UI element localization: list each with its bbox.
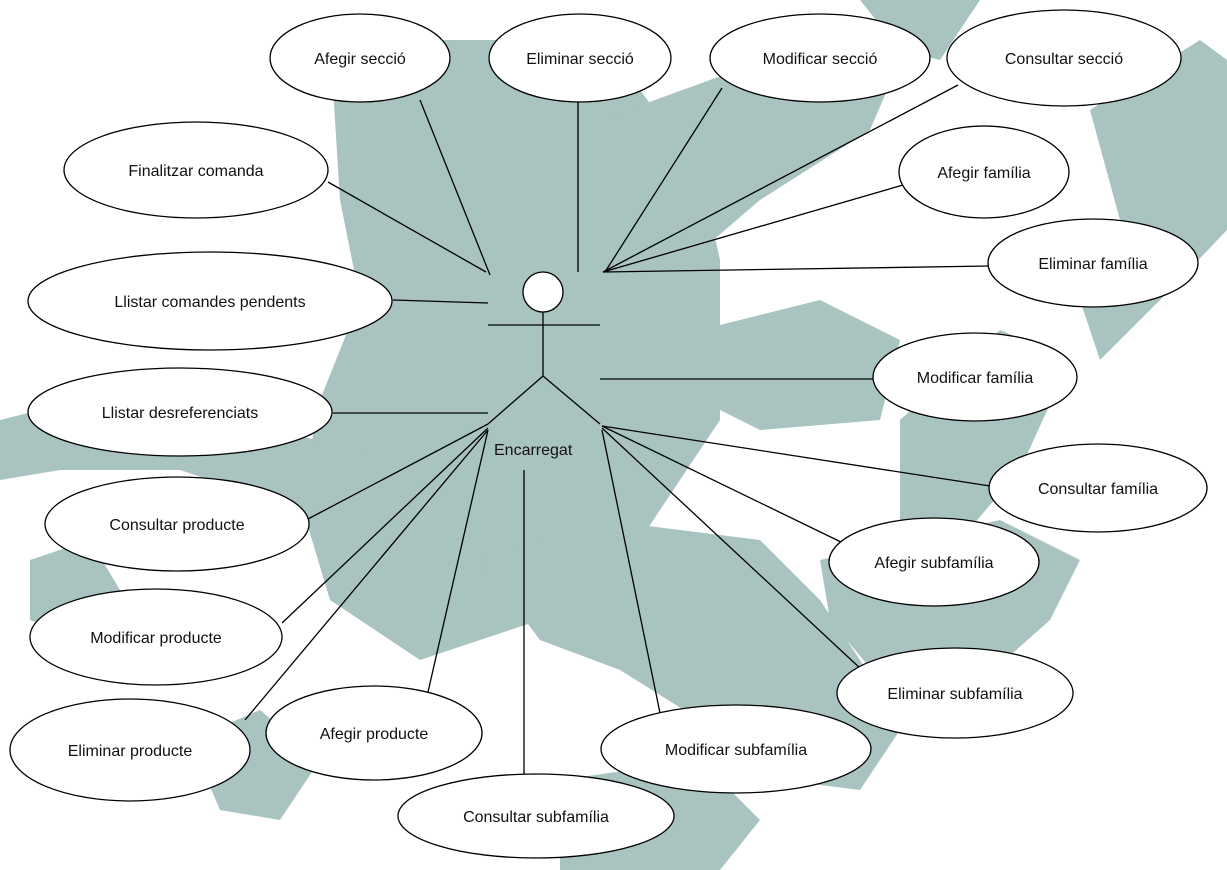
- use-case-eliminar-producte: Eliminar producte: [9, 698, 251, 802]
- use-case-modificar-producte: Modificar producte: [29, 588, 283, 686]
- association-lines: [244, 84, 991, 787]
- assoc-consultar-producte: [307, 423, 489, 520]
- assoc-afegir-seccio: [419, 99, 491, 276]
- use-case-consultar-seccio: Consultar secció: [946, 9, 1182, 107]
- assoc-eliminar-producte: [244, 429, 489, 721]
- use-case-modificar-seccio: Modificar secció: [709, 13, 931, 103]
- svg-text:Eliminar subfamília: Eliminar subfamília: [887, 686, 1022, 703]
- svg-text:Afegir secció: Afegir secció: [314, 51, 406, 68]
- svg-text:Eliminar producte: Eliminar producte: [68, 743, 193, 760]
- use-case-modificar-familia: Modificar família: [872, 332, 1078, 422]
- svg-text:Modificar secció: Modificar secció: [763, 51, 878, 68]
- assoc-modificar-producte: [281, 427, 489, 624]
- assoc-modificar-subfamilia: [601, 429, 661, 714]
- svg-text:Consultar família: Consultar família: [1038, 481, 1158, 498]
- actor-right-leg: [542, 375, 601, 425]
- svg-text:Modificar família: Modificar família: [917, 370, 1034, 387]
- use-case-consultar-subfamilia: Consultar subfamília: [397, 773, 675, 859]
- assoc-consultar-seccio: [602, 84, 959, 273]
- svg-text:Afegir subfamília: Afegir subfamília: [874, 555, 993, 572]
- actor-left-leg: [487, 375, 544, 425]
- svg-text:Finalitzar comanda: Finalitzar comanda: [128, 163, 263, 180]
- svg-text:Consultar subfamília: Consultar subfamília: [463, 809, 609, 826]
- use-case-eliminar-seccio: Eliminar secció: [488, 13, 672, 103]
- actor-name: Encarregat: [494, 442, 573, 459]
- use-case-consultar-familia: Consultar família: [988, 443, 1208, 533]
- assoc-consultar-familia: [601, 425, 991, 487]
- use-case-consultar-producte: Consultar producte: [44, 476, 310, 572]
- svg-text:Llistar desreferenciats: Llistar desreferenciats: [102, 405, 259, 422]
- use-case-finalitzar-comanda: Finalitzar comanda: [63, 121, 329, 219]
- svg-text:Consultar producte: Consultar producte: [109, 517, 244, 534]
- use-case-llistar-comandes-pendents: Llistar comandes pendents: [27, 251, 393, 351]
- assoc-afegir-producte: [427, 429, 489, 693]
- actor-figure: [487, 271, 601, 425]
- use-case-afegir-producte: Afegir producte: [265, 685, 483, 781]
- svg-text:Afegir família: Afegir família: [937, 165, 1030, 182]
- actor-head: [522, 271, 564, 313]
- assoc-eliminar-familia: [602, 265, 991, 273]
- assoc-eliminar-subfamilia: [601, 427, 863, 671]
- assoc-llistar-comandes: [392, 299, 489, 304]
- use-case-eliminar-familia: Eliminar família: [987, 218, 1199, 308]
- svg-text:Consultar secció: Consultar secció: [1005, 51, 1123, 68]
- assoc-afegir-familia: [602, 184, 904, 273]
- use-case-afegir-familia: Afegir família: [898, 125, 1070, 219]
- svg-text:Modificar producte: Modificar producte: [90, 630, 222, 647]
- use-case-afegir-subfamilia: Afegir subfamília: [828, 517, 1040, 607]
- svg-text:Afegir producte: Afegir producte: [320, 726, 429, 743]
- svg-text:Eliminar família: Eliminar família: [1038, 256, 1147, 273]
- assoc-afegir-subfamilia: [601, 425, 844, 544]
- svg-text:Eliminar secció: Eliminar secció: [526, 51, 634, 68]
- use-cases: Afegir secció Eliminar secció Modificar …: [9, 9, 1208, 859]
- assoc-finalitzar-comanda: [327, 181, 487, 273]
- svg-text:Modificar subfamília: Modificar subfamília: [665, 742, 807, 759]
- use-case-eliminar-subfamilia: Eliminar subfamília: [836, 647, 1074, 739]
- assoc-modificar-seccio: [604, 87, 723, 273]
- use-case-afegir-seccio: Afegir secció: [269, 13, 451, 103]
- use-case-modificar-subfamilia: Modificar subfamília: [600, 704, 872, 794]
- use-case-llistar-desreferenciats: Llistar desreferenciats: [27, 367, 333, 457]
- svg-text:Llistar comandes pendents: Llistar comandes pendents: [114, 294, 305, 311]
